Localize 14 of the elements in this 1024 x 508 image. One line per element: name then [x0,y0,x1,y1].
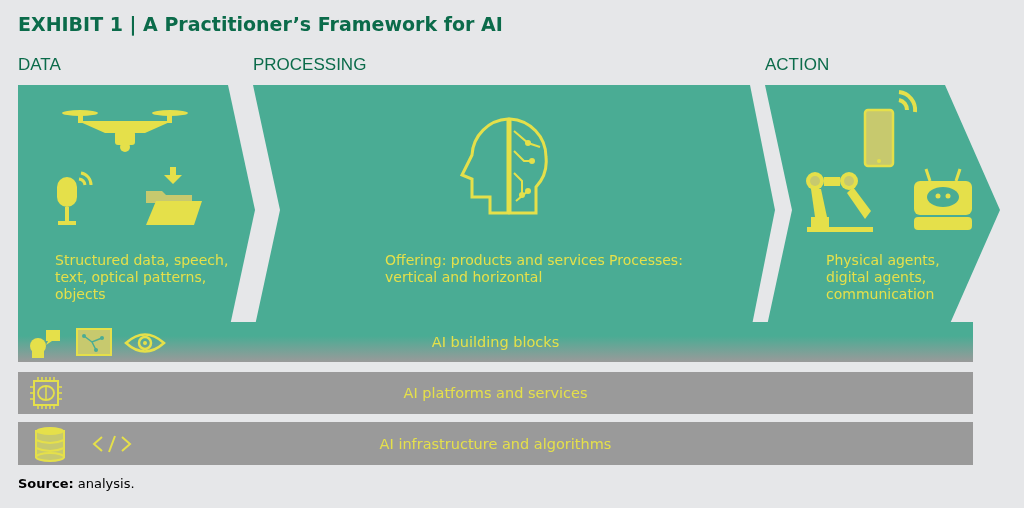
stage-description: Structured data, speech, text, optical patterns, objects [55,252,230,303]
layer-band [18,322,973,362]
stage-heading: ACTION [765,55,830,75]
stage-heading: DATA [18,55,61,75]
source-note: Source: analysis. [18,476,135,491]
stage-description: Physical agents, digital agents, communication [826,252,941,303]
stage-description: Offering: products and services Processes: vertical and horizontal [385,252,684,286]
layer-label: AI infrastructure and algorithms [379,435,612,452]
layer-band [18,372,973,414]
layer-band [18,422,973,465]
layer-label: AI building blocks [431,334,560,350]
layer-label: AI platforms and services [403,385,588,401]
exhibit-title: EXHIBIT 1 | A Practitioner’s Framework for AI [18,13,503,35]
stage-heading: PROCESSING [253,55,367,75]
